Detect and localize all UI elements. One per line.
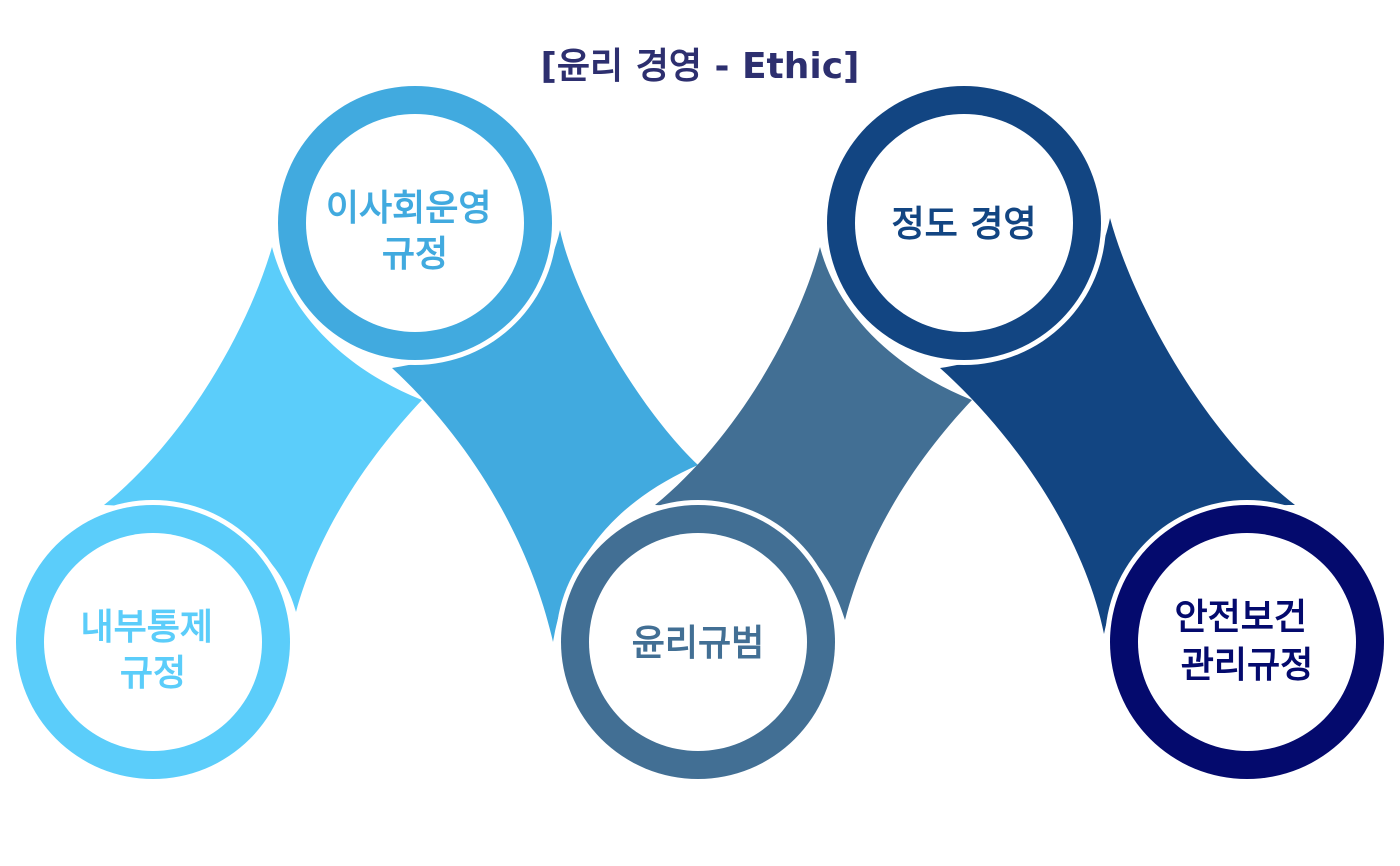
connector-band-ethics-to-integrity bbox=[655, 247, 972, 620]
node-inner-circle bbox=[44, 533, 262, 751]
node-safety-health: 안전보건 관리규정 bbox=[1105, 500, 1389, 784]
node-inner-circle bbox=[589, 533, 807, 751]
node-label-line: 관리규정 bbox=[1181, 645, 1313, 686]
node-label-line: 규정 bbox=[382, 234, 448, 275]
diagram-title: [윤리 경영 - Ethic] bbox=[540, 46, 859, 87]
node-label-line: 윤리규범 bbox=[632, 623, 764, 664]
connector-band-internal-to-board bbox=[104, 247, 422, 612]
node-ethics-code: 윤리규범 bbox=[556, 500, 840, 784]
node-label-line: 정도 경영 bbox=[891, 204, 1036, 245]
node-label-line: 이사회운영 bbox=[326, 188, 492, 229]
node-inner-circle bbox=[306, 114, 524, 332]
node-label-line: 안전보건 bbox=[1174, 597, 1306, 638]
connector-band-integrity-to-safety bbox=[940, 218, 1295, 634]
node-label-line: 내부통제 bbox=[80, 607, 212, 648]
node-label: 윤리규범 bbox=[632, 623, 764, 664]
node-integrity-management: 정도 경영 bbox=[822, 81, 1106, 365]
node-label: 안전보건 관리규정 bbox=[1174, 597, 1319, 686]
node-board-operation: 이사회운영 규정 bbox=[273, 81, 557, 365]
node-label: 정도 경영 bbox=[891, 204, 1036, 245]
connector-band-board-to-ethics bbox=[392, 230, 698, 642]
node-label: 내부통제 규정 bbox=[80, 607, 225, 694]
node-internal-control: 내부통제 규정 bbox=[11, 500, 295, 784]
node-inner-circle bbox=[1138, 533, 1356, 751]
node-label: 이사회운영 규정 bbox=[326, 188, 504, 275]
node-inner-circle bbox=[855, 114, 1073, 332]
node-label-line: 규정 bbox=[120, 653, 186, 694]
